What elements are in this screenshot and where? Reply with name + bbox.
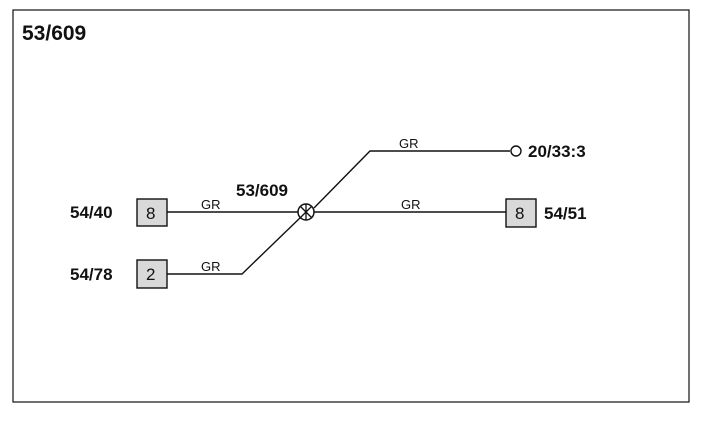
wire-label-right-bottom: GR (401, 197, 421, 212)
wire-label-right-top: GR (399, 136, 419, 151)
wire-right-top (313, 150, 510, 209)
connector-pin-54-40: 8 (146, 204, 155, 223)
diagram-title: 53/609 (22, 22, 86, 45)
connector-pin-54-78: 2 (146, 265, 155, 284)
connector-box-54-78 (136, 259, 168, 289)
wire-label-left-top: GR (201, 197, 221, 212)
connector-box-54-40 (136, 198, 168, 227)
terminal-circle-icon (510, 145, 522, 157)
wire-left-bottom (167, 215, 303, 275)
connector-label-54-78: 54/78 (70, 265, 113, 284)
terminal-label-20-33-3: 20/33:3 (528, 142, 586, 161)
connector-label-54-51: 54/51 (544, 204, 587, 223)
connector-label-54-40: 54/40 (70, 203, 113, 222)
connector-pin-54-51: 8 (515, 204, 524, 223)
diagram-frame (12, 9, 690, 403)
connector-box-54-51 (505, 198, 537, 228)
wire-label-left-bottom: GR (201, 259, 221, 274)
splice-label: 53/609 (236, 181, 288, 200)
splice-icon (297, 203, 315, 221)
